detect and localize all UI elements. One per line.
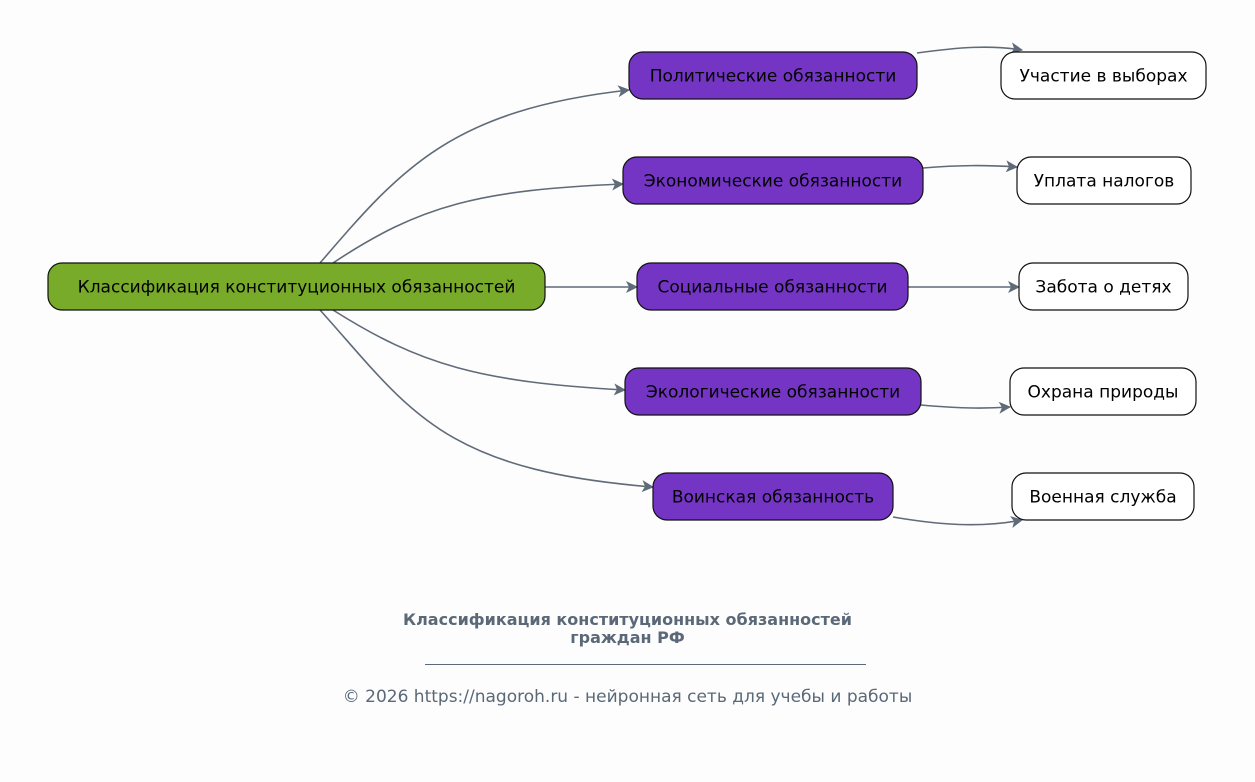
category-node-label: Воинская обязанность [672,488,874,508]
leaf-node-2-box [1016,156,1192,205]
leaf-node-4[interactable]: Охрана природы [1009,367,1197,416]
caption-line-2: граждан РФ [570,628,685,647]
category-node-5[interactable]: Воинская обязанность [652,472,894,521]
edge-category-to-leaf-1 [916,42,1023,55]
category-node-label: Экономические обязанности [644,172,902,192]
edge-category-to-leaf-4 [920,401,1011,414]
category-node-4-box [624,367,922,416]
leaf-node-3[interactable]: Забота о детях [1018,262,1189,311]
category-node-4[interactable]: Экологические обязанности [624,367,922,416]
copyright-text: © 2026 https://nagoroh.ru - нейронная се… [342,687,913,707]
category-node-3-box [636,262,909,311]
root-node[interactable]: Классификация конституционных обязанност… [47,262,546,311]
leaf-node-5-box [1011,472,1195,521]
category-node-3[interactable]: Социальные обязанности [636,262,909,311]
edge-category-to-leaf-5 [892,516,1023,528]
leaf-node-3-box [1018,262,1189,311]
leaf-node-label: Уплата налогов [1034,172,1175,192]
leaf-node-2[interactable]: Уплата налогов [1016,156,1192,205]
divider [425,664,866,665]
category-node-label: Экологические обязанности [646,383,900,403]
edge-root-to-category-5 [319,309,654,493]
leaf-node-5[interactable]: Военная служба [1011,472,1195,521]
leaf-node-1-box [1000,51,1207,100]
category-node-label: Политические обязанности [650,67,897,87]
caption-line-1: Классификация конституционных обязанност… [403,610,852,629]
diagram-caption: Классификация конституционных обязанност… [0,611,1255,647]
category-node-2-box [622,156,924,205]
leaf-node-label: Охрана природы [1028,383,1179,403]
leaf-node-1[interactable]: Участие в выборах [1000,51,1207,100]
category-node-1-box [628,51,918,100]
edge-category-to-leaf-2 [922,160,1018,173]
root-node-label: Классификация конституционных обязанност… [78,278,516,298]
leaf-node-4-box [1009,367,1197,416]
leaf-node-label: Забота о детях [1035,278,1171,298]
category-node-5-box [652,472,894,521]
category-node-2[interactable]: Экономические обязанности [622,156,924,205]
edge-root-to-category-2 [332,178,624,264]
leaf-node-label: Участие в выборах [1020,67,1188,87]
category-node-1[interactable]: Политические обязанности [628,51,918,100]
category-node-label: Социальные обязанности [657,278,887,298]
root-node-box [47,262,546,311]
edge-root-to-category-4 [332,309,626,396]
leaf-node-label: Военная служба [1029,488,1176,508]
edge-root-to-category-1 [319,85,630,264]
diagram-canvas: Классификация конституционных обязанност… [47,42,1207,528]
